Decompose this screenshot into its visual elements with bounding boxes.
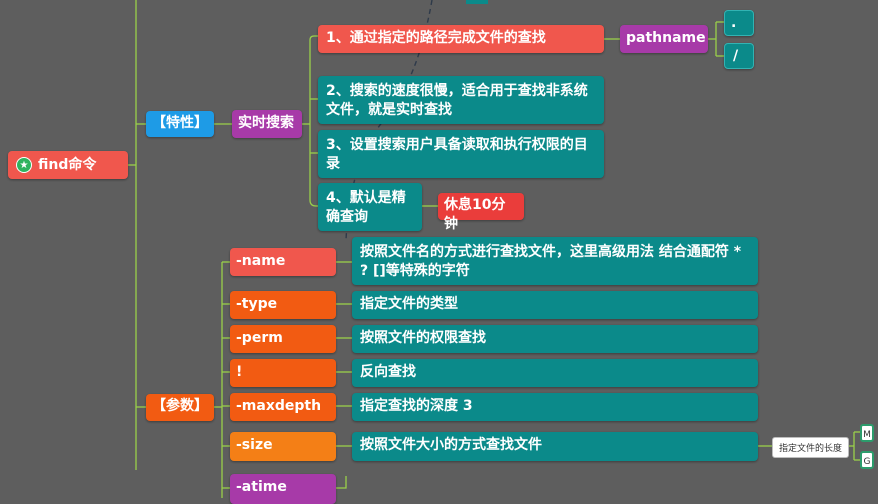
option-type-node[interactable]: -type — [230, 291, 336, 319]
option-name-label: -name — [236, 253, 286, 269]
option-type-desc-text: 指定文件的类型 — [360, 296, 458, 312]
size-unit-g[interactable]: G — [860, 451, 874, 469]
option-not-desc-text: 反向查找 — [360, 364, 416, 380]
option-not-label: ! — [236, 364, 243, 380]
root-label: find命令 — [38, 156, 97, 173]
option-not-desc[interactable]: 反向查找 — [352, 359, 758, 387]
option-maxdepth-desc[interactable]: 指定查找的深度 3 — [352, 393, 758, 421]
rest-node[interactable]: 休息10分钟 — [438, 193, 524, 232]
rest-label: 休息10分钟 — [444, 197, 506, 232]
option-name-node[interactable]: -name — [230, 248, 336, 276]
feature-item-4[interactable]: 4、默认是精确查询 — [318, 183, 422, 231]
size-unit-m[interactable]: M — [860, 424, 874, 442]
feature-item-3[interactable]: 3、设置搜索用户具备读取和执行权限的目录 — [318, 130, 604, 178]
size-unit-g-text: G — [863, 457, 871, 467]
params-label: 【参数】 — [152, 398, 208, 414]
size-note-text: 指定文件的长度 — [779, 444, 843, 454]
path-root-node[interactable]: / — [724, 43, 754, 69]
option-perm-node[interactable]: -perm — [230, 325, 336, 353]
option-perm-label: -perm — [236, 330, 283, 346]
option-size-desc-text: 按照文件大小的方式查找文件 — [360, 437, 542, 453]
feature-item-2-text: 2、搜索的速度很慢，适合用于查找非系统文件，就是实时查找 — [326, 83, 588, 118]
option-atime-label: -atime — [236, 479, 287, 495]
feature-item-1[interactable]: 1、通过指定的路径完成文件的查找 — [318, 25, 604, 53]
feature-item-3-text: 3、设置搜索用户具备读取和执行权限的目录 — [326, 137, 588, 172]
option-size-desc[interactable]: 按照文件大小的方式查找文件 — [352, 432, 758, 461]
option-maxdepth-label: -maxdepth — [236, 398, 322, 414]
option-name-desc-text: 按照文件名的方式进行查找文件，这里高级用法 结合通配符 * ? []等特殊的字符 — [360, 244, 742, 279]
option-not-node[interactable]: ! — [230, 359, 336, 387]
root-node[interactable]: ★ find命令 — [8, 151, 128, 179]
params-node[interactable]: 【参数】 — [146, 394, 214, 421]
option-perm-desc-text: 按照文件的权限查找 — [360, 330, 486, 346]
option-size-label: -size — [236, 437, 273, 453]
option-atime-node[interactable]: -atime — [230, 474, 336, 504]
feature-item-2[interactable]: 2、搜索的速度很慢，适合用于查找非系统文件，就是实时查找 — [318, 76, 604, 124]
feature-item-1-text: 1、通过指定的路径完成文件的查找 — [326, 30, 546, 46]
option-type-label: -type — [236, 296, 278, 312]
path-dot-label: . — [731, 15, 737, 31]
path-root-label: / — [733, 48, 739, 64]
realtime-search-label: 实时搜索 — [238, 115, 294, 131]
features-label: 【特性】 — [152, 115, 208, 131]
size-note[interactable]: 指定文件的长度 — [772, 437, 850, 458]
feature-item-4-text: 4、默认是精确查询 — [326, 190, 406, 225]
option-name-desc[interactable]: 按照文件名的方式进行查找文件，这里高级用法 结合通配符 * ? []等特殊的字符 — [352, 237, 758, 285]
path-dot-node[interactable]: . — [724, 10, 754, 36]
size-unit-m-text: M — [863, 430, 871, 440]
realtime-search-node[interactable]: 实时搜索 — [232, 110, 302, 138]
option-maxdepth-desc-text: 指定查找的深度 3 — [360, 398, 473, 414]
option-maxdepth-node[interactable]: -maxdepth — [230, 393, 336, 421]
option-type-desc[interactable]: 指定文件的类型 — [352, 291, 758, 319]
option-size-node[interactable]: -size — [230, 432, 336, 461]
pathname-label: pathname — [626, 30, 706, 46]
star-icon: ★ — [16, 157, 32, 173]
pathname-node[interactable]: pathname — [620, 25, 708, 53]
option-perm-desc[interactable]: 按照文件的权限查找 — [352, 325, 758, 353]
features-node[interactable]: 【特性】 — [146, 111, 214, 137]
